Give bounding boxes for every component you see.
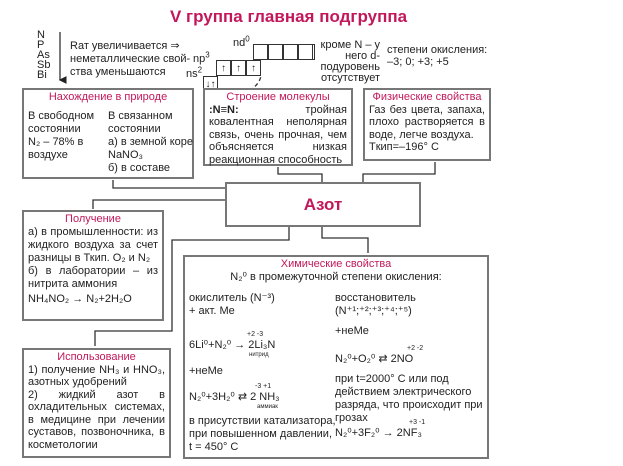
trend-text: Rат увеличивается ⇒ неметаллические свой… — [70, 40, 190, 79]
equation: NH₄NO₂ → N₂+2H₂O — [28, 293, 132, 305]
trend-line: Rат увеличивается ⇒ — [70, 40, 180, 52]
nd-cell — [253, 44, 268, 60]
boiling-point: Tкип=–196° C — [369, 141, 439, 153]
obtaining-heading: Получение — [65, 213, 121, 225]
text-line: а) в промышленности: из жидкого воздуха … — [28, 226, 158, 264]
text-line: а) в земной коре — [108, 136, 194, 148]
oxidation-marks: +2 -3 — [247, 331, 264, 338]
electron-jump — [221, 75, 262, 94]
connector-chemical — [321, 226, 369, 253]
note-line: отсутствует — [320, 72, 380, 84]
connector-nature — [112, 180, 225, 189]
ns-label: ns2 — [186, 65, 203, 80]
text-line: воздухе — [28, 149, 68, 161]
nd-cell — [283, 44, 298, 60]
compound-name: нитрид — [249, 352, 269, 358]
nd-label: nd0 — [233, 34, 250, 49]
element: Sb — [37, 59, 51, 71]
np-cell: ↑ — [246, 60, 261, 76]
connector-structure — [277, 167, 323, 182]
text-line: состоянии — [108, 123, 161, 135]
element: P — [37, 39, 45, 51]
structure-box: Строение молекулы :N≡N: тройная ковалент… — [203, 88, 353, 166]
element-list: N P As Sb Bi — [37, 29, 51, 81]
oxidizer-label: окислитель (N⁻³) — [189, 292, 275, 304]
center-title: Азот — [303, 195, 343, 214]
reducer-label: восстановитель — [335, 292, 416, 304]
nd-cell — [268, 44, 283, 60]
text-line: +неMe — [189, 365, 223, 377]
physical-text: Газ без цвета, запаха, плохо растворяетс… — [369, 103, 485, 141]
text-line: б) в лаборатории – из нитрита аммония — [28, 265, 158, 290]
element: N — [37, 29, 45, 41]
oxidation-label: степени окисления: — [387, 44, 488, 56]
molecule-formula: :N≡N: — [209, 103, 239, 116]
reducer-column: восстановитель (N⁺¹;⁺²;⁺³;⁺⁴;⁺⁵) +неMe +… — [335, 257, 485, 455]
conditions: при t=2000° C или под действием электрич… — [335, 373, 483, 424]
text-line: В связанном — [108, 110, 173, 122]
text-line: 1) получение NH₃ и HNO₃, азотных удобрен… — [28, 363, 165, 389]
text-line: б) в составе — [108, 162, 171, 174]
reducer-states: (N⁺¹;⁺²;⁺³;⁺⁴;⁺⁵) — [335, 305, 412, 317]
usage-heading: Использование — [57, 351, 136, 363]
connector-obtaining — [92, 199, 225, 209]
np-cell: ↑ — [216, 60, 231, 76]
text-line: состоянии — [28, 123, 81, 135]
nd-cell — [313, 44, 315, 60]
physical-heading: Физические свойства — [372, 91, 482, 103]
d-sublevel-note: кроме N – у него d- подуровень отсутству… — [318, 40, 380, 84]
note-line: кроме N – у — [320, 39, 380, 51]
chemical-intro: N₂⁰ в промежуточной степени окисления: — [230, 271, 442, 283]
equation-text: N₂⁰+3H₂⁰ ⇄ 2 NH₃ — [189, 391, 280, 403]
element: Bi — [37, 69, 47, 81]
chemical-heading: Химические свойства — [280, 258, 392, 270]
physical-box: Физические свойства Газ без цвета, запах… — [363, 88, 491, 161]
np-label: np3 — [193, 50, 210, 65]
obtaining-box: Получение а) в промышленности: из жидког… — [22, 210, 164, 321]
oxidation-marks: +3 -1 — [409, 419, 426, 426]
connector-usage — [94, 226, 290, 346]
conditions: в присутствии катализатора, при повышенн… — [189, 415, 336, 453]
text-line: NaNO₃ — [108, 149, 144, 161]
oxidation-values: –3; 0; +3; +5 — [387, 56, 449, 68]
text-line: N₂ – 78% в — [28, 136, 84, 148]
center-box: Азот — [225, 182, 421, 227]
oxidation-marks: -3 +1 — [255, 383, 272, 390]
nd-cell — [298, 44, 313, 60]
oxidation-states: степени окисления: –3; 0; +3; +5 — [387, 44, 487, 68]
text-line: В свободном — [28, 110, 95, 122]
page-title: V группа главная подгруппа — [170, 7, 408, 26]
usage-box: Использование 1) получение NH₃ и HNO₃, а… — [22, 348, 171, 458]
connector-physical — [362, 162, 436, 182]
note-line: подуровень — [320, 61, 380, 73]
compound-name: аммиак — [257, 404, 278, 410]
trend-line: неметаллические свой- — [70, 53, 191, 65]
text-line: +неMe — [335, 325, 369, 337]
text-line: + акт. Me — [189, 305, 235, 317]
note-line: него d- — [345, 50, 380, 62]
nature-heading: Нахождение в природе — [48, 91, 168, 103]
chemical-box: Химические свойства N₂⁰ в промежуточной … — [183, 255, 489, 459]
text-line: 2) жидкий азот в охладительных системах,… — [28, 388, 165, 451]
oxidation-marks: +2 -2 — [407, 345, 424, 352]
equation-text: N₂⁰+O₂⁰ ⇄ 2NO — [335, 353, 414, 365]
structure-text: тройная ковалентная неполярная связь, оч… — [209, 103, 347, 166]
element: As — [37, 49, 50, 61]
structure-heading: Строение молекулы — [226, 91, 330, 103]
trend-line: ства уменьшаются — [70, 66, 166, 78]
np-cell: ↑ — [231, 60, 246, 76]
equation-text: N₂⁰+3F₂⁰ → 2NF₃ — [335, 427, 422, 439]
equation-text: 6Li⁰+N₂⁰ → 2Li₃N — [189, 339, 276, 351]
